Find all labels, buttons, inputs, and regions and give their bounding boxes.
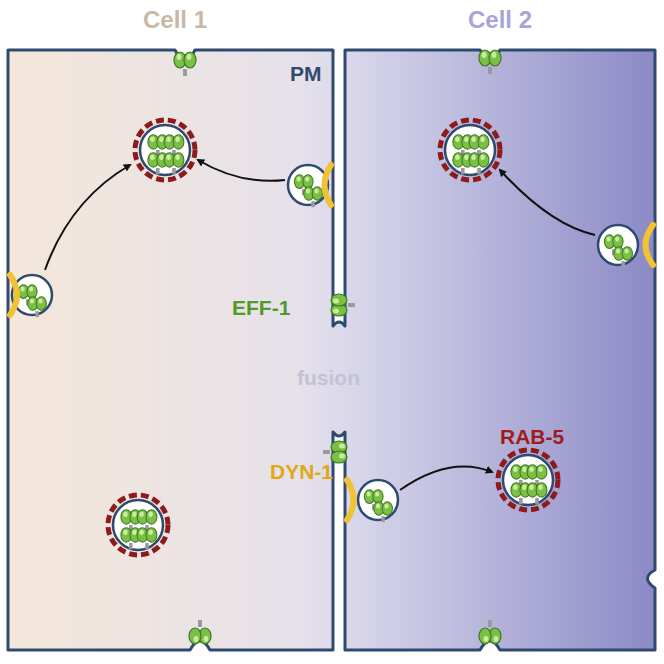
cell-title: Cell 1 xyxy=(20,6,330,34)
cell-title: Cell 2 xyxy=(350,6,650,34)
process-label: fusion xyxy=(297,366,360,390)
protein-label: RAB-5 xyxy=(500,425,564,449)
cell-heading: Cell 1 xyxy=(20,6,330,34)
protein-label: EFF-1 xyxy=(232,296,290,320)
protein-label: DYN-1 xyxy=(270,460,333,484)
cell-heading: Cell 2 xyxy=(350,6,650,34)
membrane-label: PM xyxy=(290,62,322,86)
